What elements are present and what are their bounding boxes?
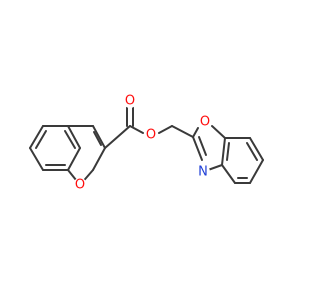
structure-svg: O O O O N	[29, 94, 264, 193]
double-bond-inner	[226, 142, 230, 161]
bond	[92, 147, 106, 171]
bond	[211, 125, 226, 139]
bond	[158, 125, 173, 134]
atom-o-ring-label: O	[75, 178, 85, 193]
bond	[192, 127, 199, 138]
bond	[29, 125, 44, 149]
atom-o-ester: O	[144, 128, 158, 143]
double-bond-inner	[93, 131, 102, 146]
bond	[29, 147, 44, 171]
double-bond-inner	[35, 130, 47, 149]
double-bond-inner	[246, 142, 258, 161]
bond	[249, 137, 264, 161]
molecule-diagram: O O O O N	[29, 94, 264, 193]
atom-o-carbonyl: O	[123, 94, 137, 109]
atom-n-oxazole: N	[196, 165, 210, 180]
bond	[67, 147, 81, 171]
bond	[207, 164, 223, 171]
bond	[192, 136, 203, 161]
bond	[221, 164, 236, 184]
bond	[67, 125, 81, 149]
atom-o-ring: O	[73, 178, 87, 193]
bond	[249, 159, 264, 184]
bond	[129, 125, 144, 134]
atom-o-carbonyl-label: O	[125, 94, 135, 109]
bond	[104, 125, 131, 149]
atom-o-oxazole: O	[198, 115, 212, 130]
atom-o-oxazole-label: O	[200, 115, 210, 130]
double-bond-inner	[198, 136, 207, 156]
bond	[171, 125, 194, 138]
atom-o-ester-label: O	[146, 128, 156, 143]
bond	[221, 137, 226, 166]
bond	[92, 125, 106, 149]
double-bond-inner	[64, 130, 76, 149]
atom-n-oxazole-label: N	[198, 165, 208, 180]
